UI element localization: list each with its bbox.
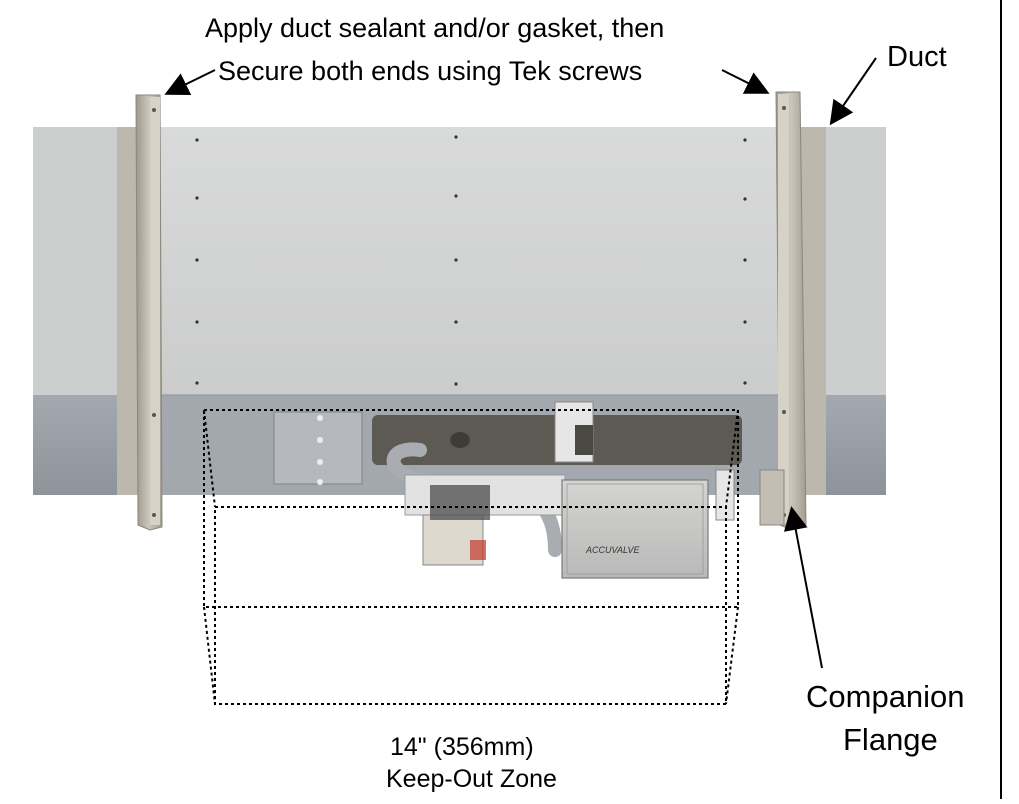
duct-label: Duct: [887, 41, 947, 73]
instruction-line-1: Apply duct sealant and/or gasket, then: [205, 13, 665, 43]
page-edge-border: [1000, 0, 1019, 799]
leader-lines: [164, 57, 877, 669]
mounting-plate: [273, 411, 363, 485]
arrow-left-flange: [164, 69, 216, 95]
rivets: [195, 135, 747, 386]
electrical-enclosure: [561, 479, 709, 579]
enclosure-logo: ACCUVALVE: [585, 545, 641, 555]
companion-flange-label-1: Companion: [806, 679, 965, 714]
companion-flange-left: [117, 94, 163, 531]
instruction-line-2: Secure both ends using Tek screws: [218, 56, 643, 86]
actuator-assembly: ACCUVALVE: [273, 401, 742, 579]
valve-top-panel: [150, 127, 790, 395]
keepout-label-2: Keep-Out Zone: [386, 765, 557, 793]
arrow-companion-flange: [783, 506, 823, 669]
keepout-label-1: 14" (356mm): [390, 733, 534, 761]
arrow-duct: [829, 57, 877, 126]
arrow-right-flange: [721, 69, 770, 94]
keep-out-zone: [203, 409, 739, 705]
companion-flange-label-2: Flange: [843, 722, 938, 757]
